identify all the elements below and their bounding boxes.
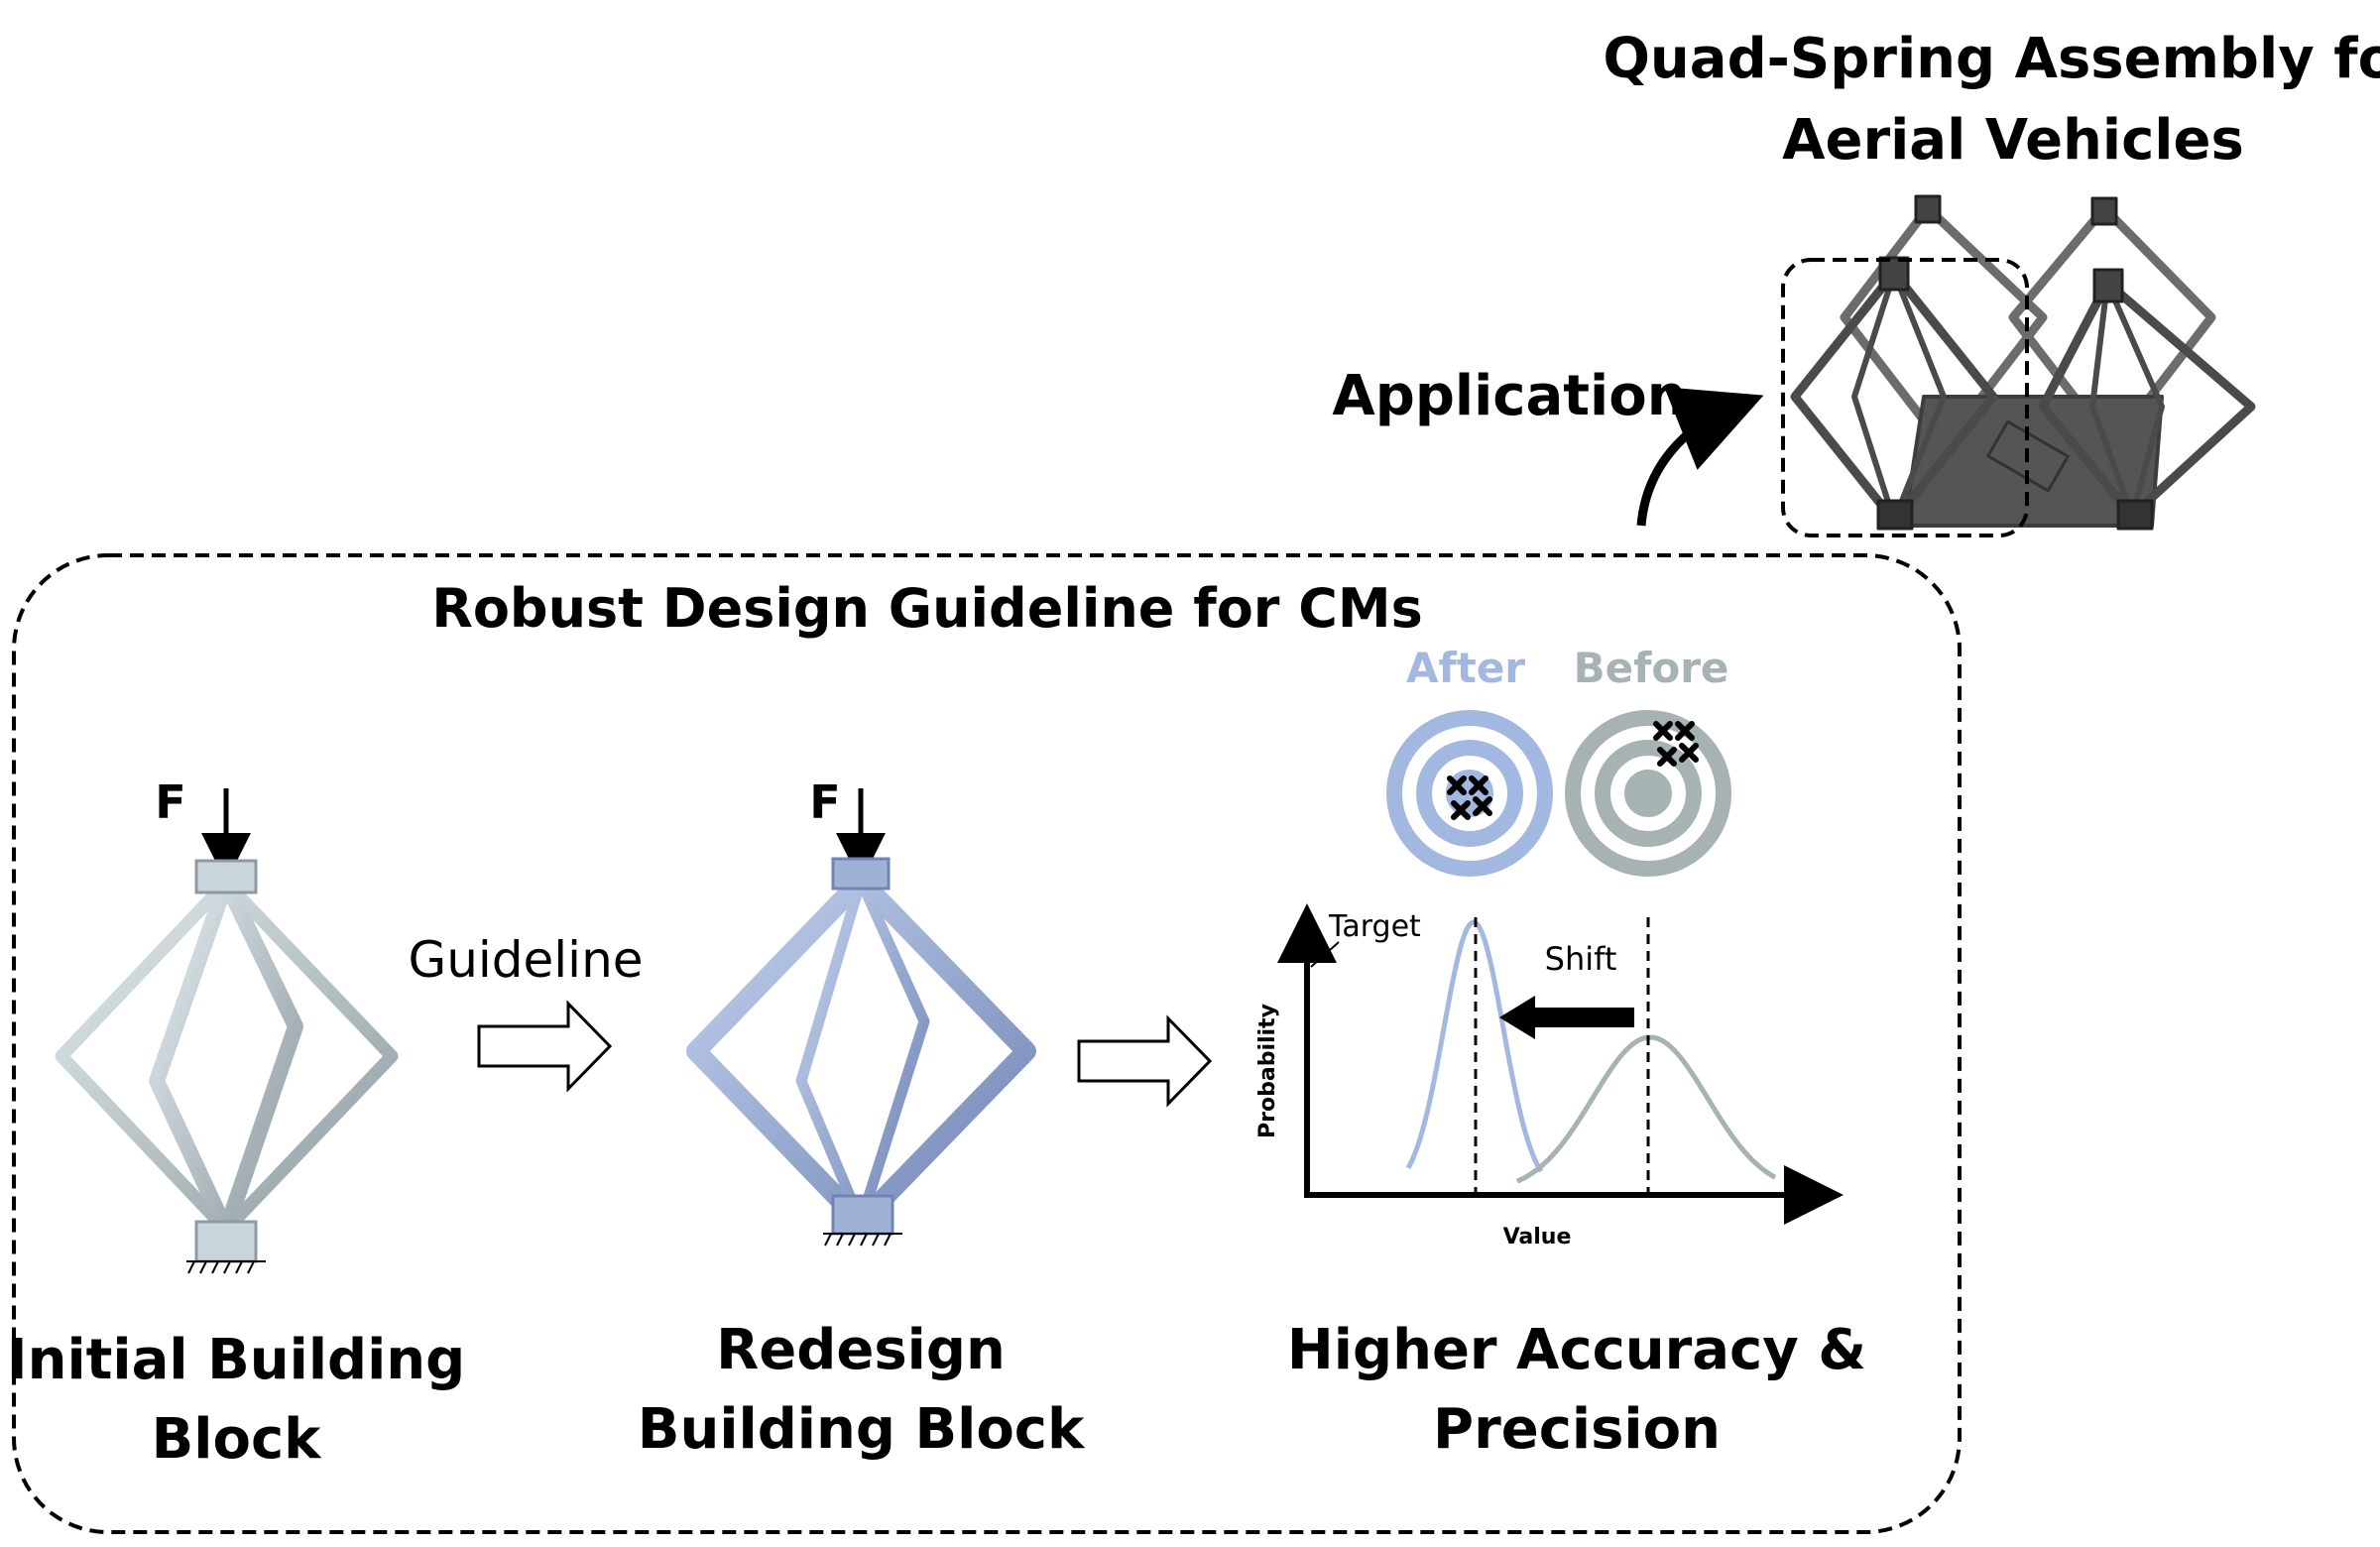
target-leader-line — [1310, 941, 1340, 968]
initial-building-block: F Initial Building Block — [7, 775, 466, 1472]
application-arrow — [1636, 387, 1764, 527]
quad-spring-assembly-image — [1790, 194, 2256, 531]
transition-label: Guideline — [408, 931, 643, 989]
force-label-redesign: F — [809, 775, 840, 829]
assembly-title-line1: Quad-Spring Assembly for — [1603, 27, 2380, 91]
guideline-box — [12, 553, 1962, 1534]
caption-result-line2: Precision — [1433, 1397, 1721, 1462]
x-axis-label: Value — [1503, 1225, 1572, 1250]
after-hits — [1447, 775, 1492, 820]
shift-arrow-head — [1499, 996, 1535, 1039]
caption-result-line1: Higher Accuracy & — [1287, 1318, 1866, 1382]
target-label: Target — [1328, 909, 1421, 944]
force-label-initial: F — [155, 775, 185, 829]
highlight-box — [1781, 258, 2029, 537]
hollow-arrow-2 — [1077, 1014, 1213, 1108]
before-target-icon — [1565, 710, 1731, 877]
after-label: After — [1406, 644, 1525, 692]
before-distribution-curve — [1515, 1034, 1777, 1184]
caption-redesign-line2: Building Block — [638, 1397, 1086, 1462]
application-label: Application — [1332, 364, 1686, 428]
redesign-building-block: F Redesign Building Block — [638, 775, 1086, 1462]
distribution-plot: Probability Value Target Shift — [1255, 903, 1844, 1250]
assembly-title-line2: Aerial Vehicles — [1782, 108, 2244, 173]
y-axis-label: Probability — [1255, 1004, 1280, 1138]
before-label: Before — [1574, 644, 1729, 692]
caption-initial-line1: Initial Building — [7, 1328, 466, 1392]
guideline-box-title: Robust Design Guideline for CMs — [431, 577, 1423, 640]
caption-redesign-line1: Redesign — [716, 1318, 1006, 1382]
before-hits — [1653, 721, 1699, 767]
hollow-arrow-1 — [477, 1000, 613, 1093]
targets: After Before — [1386, 644, 1731, 877]
caption-initial-line2: Block — [152, 1407, 323, 1472]
shift-label: Shift — [1545, 940, 1617, 978]
